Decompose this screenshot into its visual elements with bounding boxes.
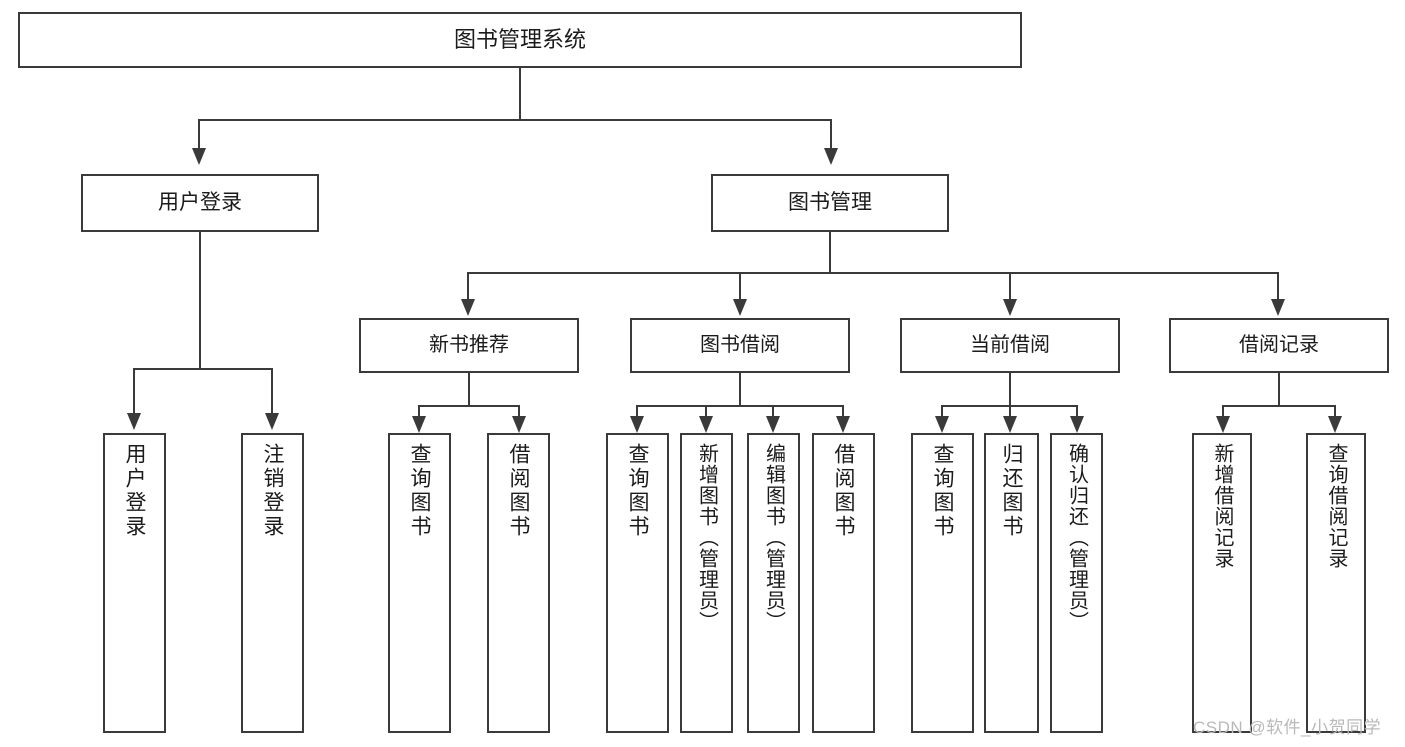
connector-borrow-to-leaf-1	[705, 405, 707, 419]
leaf-borrow-borrow-book[interactable]: 借阅图书	[812, 433, 875, 733]
arrowhead-record-to-leaf-1	[1328, 416, 1342, 433]
connector-borrow-to-leaf-2	[772, 405, 774, 419]
leaf-borrow-query-book[interactable]: 查询图书	[606, 433, 669, 733]
arrowhead-root-to-login	[192, 148, 206, 165]
leaf-newbook-query-book[interactable]: 查询图书	[388, 433, 451, 733]
leaf-newbook-borrow-book[interactable]: 借阅图书	[487, 433, 550, 733]
node-label: 图书管理系统	[453, 27, 586, 53]
node-root-system[interactable]: 图书管理系统	[18, 12, 1022, 68]
leaf-user-login-logout[interactable]: 注销登录	[241, 433, 304, 733]
node-label: 注销登录	[261, 443, 284, 539]
node-current-borrow[interactable]: 当前借阅	[900, 318, 1120, 373]
connector-login-bus	[133, 368, 273, 370]
arrowhead-borrow-to-leaf-0	[630, 416, 644, 433]
node-label: 用户登录	[123, 443, 146, 539]
leaf-record-add-record[interactable]: 新增借阅记录	[1192, 433, 1252, 733]
leaf-borrow-add-book-admin[interactable]: 新增图书（管理员）	[680, 433, 733, 733]
node-label: 查询图书	[931, 443, 954, 539]
leaf-borrow-edit-book-admin[interactable]: 编辑图书（管理员）	[747, 433, 800, 733]
leaf-current-confirm-return-admin[interactable]: 确认归还（管理员）	[1050, 433, 1103, 733]
node-label: 借阅图书	[507, 443, 530, 539]
arrowhead-bookmgmt-to-l2-3	[1271, 299, 1285, 316]
arrowhead-newbook-to-leaf-0	[412, 416, 426, 433]
node-label: 新书推荐	[429, 334, 509, 356]
connector-newbook-stem	[468, 373, 470, 406]
connector-login-stem	[199, 232, 201, 369]
node-book-management[interactable]: 图书管理	[711, 174, 949, 232]
connector-bookmgmt-to-l2-3	[1277, 272, 1279, 302]
connector-newbook-to-leaf-1	[518, 405, 520, 419]
connector-bookmgmt-to-l2-1	[739, 272, 741, 302]
node-label: 当前借阅	[970, 334, 1050, 356]
arrowhead-borrow-to-leaf-1	[699, 416, 713, 433]
arrowhead-borrow-to-leaf-2	[766, 416, 780, 433]
arrowhead-borrow-to-leaf-3	[836, 416, 850, 433]
connector-record-to-leaf-1	[1334, 405, 1336, 419]
connector-root-to-bookmgmt	[830, 119, 832, 151]
arrowhead-bookmgmt-to-l2-0	[461, 299, 475, 316]
node-label: 新增借阅记录	[1211, 443, 1233, 569]
connector-current-to-leaf-0	[941, 405, 943, 419]
arrowhead-bookmgmt-to-l2-1	[733, 299, 747, 316]
node-label: 查询图书	[626, 443, 649, 539]
node-label: 借阅记录	[1239, 334, 1319, 356]
connector-borrow-stem	[739, 373, 741, 406]
connector-newbook-bus	[418, 405, 520, 407]
node-label: 查询图书	[408, 443, 431, 539]
connector-current-stem	[1009, 373, 1011, 406]
node-user-login[interactable]: 用户登录	[81, 174, 319, 232]
connector-login-to-leaf-1	[271, 368, 273, 416]
node-label: 借阅图书	[832, 443, 855, 539]
node-label: 确认归还（管理员）	[1065, 443, 1088, 632]
connector-bookmgmt-stem	[829, 232, 831, 273]
node-label: 用户登录	[158, 190, 242, 214]
leaf-current-query-book[interactable]: 查询图书	[911, 433, 974, 733]
node-label: 归还图书	[1000, 443, 1023, 539]
arrowhead-bookmgmt-to-l2-2	[1003, 299, 1017, 316]
connector-bookmgmt-to-l2-0	[467, 272, 469, 302]
arrowhead-current-to-leaf-2	[1070, 416, 1084, 433]
leaf-current-return-book[interactable]: 归还图书	[984, 433, 1039, 733]
arrowhead-current-to-leaf-1	[1003, 416, 1017, 433]
arrowhead-newbook-to-leaf-1	[512, 416, 526, 433]
connector-borrow-to-leaf-3	[842, 405, 844, 419]
leaf-record-query-record[interactable]: 查询借阅记录	[1306, 433, 1366, 733]
connector-login-to-leaf-0	[133, 368, 135, 416]
connector-current-to-leaf-2	[1076, 405, 1078, 419]
node-new-book-recommend[interactable]: 新书推荐	[359, 318, 579, 373]
connector-root-bus	[198, 119, 832, 121]
connector-bookmgmt-bus	[467, 272, 1278, 274]
connector-newbook-to-leaf-0	[418, 405, 420, 419]
node-borrow-record[interactable]: 借阅记录	[1169, 318, 1389, 373]
arrowhead-record-to-leaf-0	[1216, 416, 1230, 433]
node-label: 图书借阅	[700, 334, 780, 356]
leaf-user-login-login[interactable]: 用户登录	[103, 433, 166, 733]
connector-root-stem	[519, 68, 521, 120]
node-label: 查询借阅记录	[1325, 443, 1347, 569]
connector-root-to-login	[198, 119, 200, 151]
node-label: 编辑图书（管理员）	[762, 443, 785, 632]
node-label: 新增图书（管理员）	[695, 443, 718, 632]
connector-bookmgmt-to-l2-2	[1009, 272, 1011, 302]
connector-record-to-leaf-0	[1222, 405, 1224, 419]
arrowhead-root-to-bookmgmt	[824, 148, 838, 165]
connector-borrow-bus	[636, 405, 844, 407]
arrowhead-login-to-leaf-0	[127, 413, 141, 430]
connector-current-to-leaf-1	[1009, 405, 1011, 419]
connector-borrow-to-leaf-0	[636, 405, 638, 419]
connector-record-stem	[1278, 373, 1280, 406]
arrowhead-login-to-leaf-1	[265, 413, 279, 430]
connector-record-bus	[1222, 405, 1336, 407]
arrowhead-current-to-leaf-0	[935, 416, 949, 433]
node-label: 图书管理	[788, 190, 872, 214]
node-book-borrow[interactable]: 图书借阅	[630, 318, 850, 373]
csdn-watermark: CSDN @软件_小贺同学	[1193, 718, 1382, 737]
